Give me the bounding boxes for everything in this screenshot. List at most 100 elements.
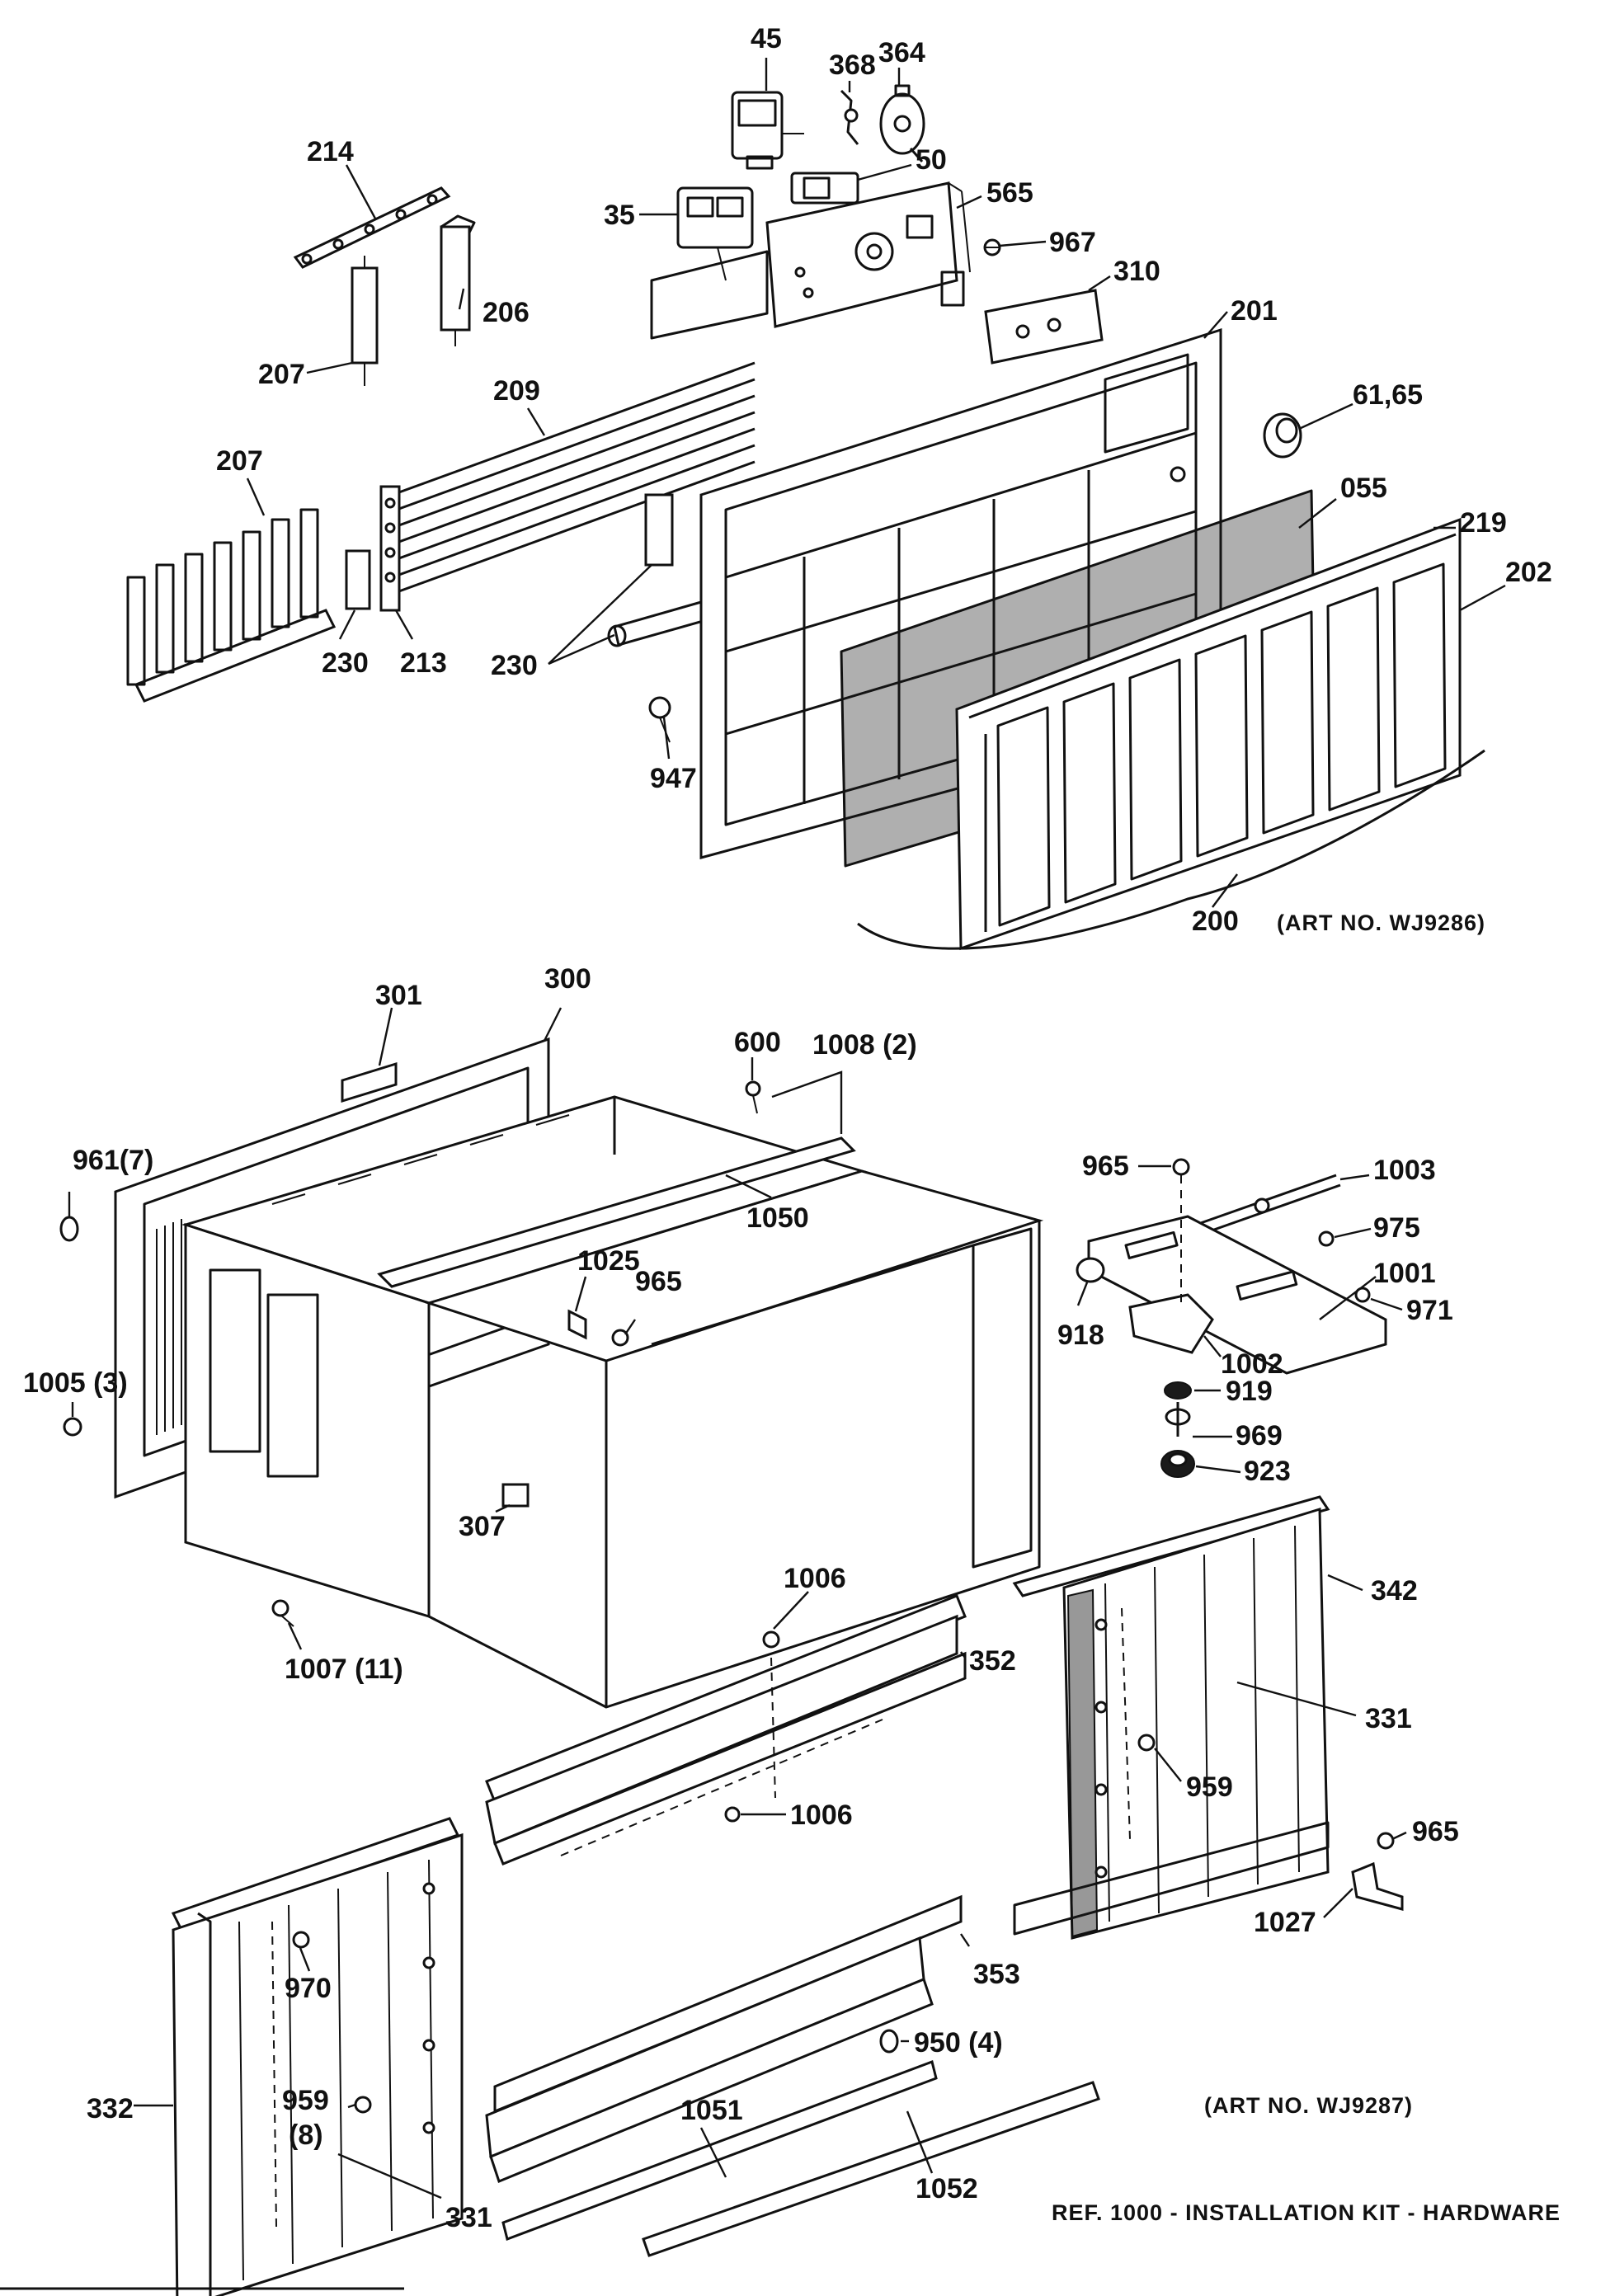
callout-45: 45 bbox=[751, 23, 782, 54]
screw-961 bbox=[59, 1216, 79, 1242]
screw-965-top bbox=[1172, 1158, 1190, 1303]
callout-1052: 1052 bbox=[916, 2173, 978, 2204]
component-368 bbox=[840, 89, 859, 145]
label-301 bbox=[341, 1061, 398, 1103]
callout-230-pair: 230 bbox=[491, 650, 538, 681]
callout-970: 970 bbox=[285, 1973, 332, 2004]
callout-206: 206 bbox=[483, 297, 530, 328]
screw-1006-bottom bbox=[724, 1806, 741, 1823]
callout-364: 364 bbox=[878, 37, 925, 68]
blade-206 bbox=[440, 214, 476, 346]
callout-923: 923 bbox=[1244, 1456, 1291, 1487]
callout-310: 310 bbox=[1113, 256, 1160, 287]
cabinet-1050 bbox=[181, 1095, 1044, 1709]
break-line-top bbox=[857, 749, 1485, 950]
clip-307 bbox=[501, 1483, 530, 1508]
callout-918: 918 bbox=[1057, 1320, 1104, 1351]
bolt-969 bbox=[1165, 1402, 1191, 1437]
rail-353 bbox=[485, 1894, 963, 2183]
callout-1006-bottom: 1006 bbox=[790, 1800, 853, 1831]
rail-352 bbox=[485, 1594, 967, 1866]
callout-1025: 1025 bbox=[577, 1245, 640, 1277]
callout-368: 368 bbox=[829, 49, 876, 81]
callout-61-65: 61,65 bbox=[1353, 379, 1423, 411]
callout-965-top: 965 bbox=[1082, 1150, 1129, 1182]
callout-207-rack: 207 bbox=[216, 445, 263, 477]
louver-rack-207 bbox=[126, 508, 337, 703]
callout-331-right: 331 bbox=[1365, 1703, 1412, 1734]
gasket-1052 bbox=[642, 2081, 1100, 2257]
callout-307: 307 bbox=[459, 1511, 506, 1542]
clip-1027 bbox=[1351, 1861, 1404, 1911]
callout-230-small: 230 bbox=[322, 647, 369, 679]
callout-919: 919 bbox=[1226, 1376, 1273, 1407]
callout-353: 353 bbox=[973, 1959, 1020, 1990]
screw-959-right bbox=[1137, 1734, 1156, 1752]
callout-301: 301 bbox=[375, 980, 422, 1011]
spacer-230-pair bbox=[607, 493, 708, 647]
screw-600 bbox=[745, 1080, 761, 1114]
callout-950: 950 (4) bbox=[914, 2027, 1003, 2058]
bar-214 bbox=[293, 186, 451, 269]
callout-219: 219 bbox=[1460, 507, 1507, 539]
callout-342: 342 bbox=[1371, 1575, 1418, 1607]
reference-note: REF. 1000 - INSTALLATION KIT - HARDWARE bbox=[1052, 2200, 1561, 2225]
switch-45 bbox=[731, 91, 804, 170]
callout-1003: 1003 bbox=[1373, 1155, 1436, 1186]
callouts: 45 368 364 214 50 35 565 967 206 310 201… bbox=[23, 23, 1561, 2233]
switch-35 bbox=[650, 186, 769, 340]
bracket-1001 bbox=[1087, 1215, 1387, 1375]
screw-959-left bbox=[354, 2096, 372, 2114]
screw-965-clip bbox=[1377, 1832, 1395, 1850]
switch-50 bbox=[790, 172, 859, 205]
callout-214: 214 bbox=[307, 136, 354, 167]
callout-959-left: 959 bbox=[282, 2085, 329, 2116]
callout-971: 971 bbox=[1406, 1295, 1453, 1326]
spacer-230-small bbox=[345, 549, 371, 610]
screw-1005 bbox=[63, 1417, 82, 1437]
rod-set-209 bbox=[387, 361, 756, 597]
screw-967 bbox=[983, 238, 1001, 256]
callout-300: 300 bbox=[544, 963, 591, 995]
callout-207-top: 207 bbox=[258, 359, 305, 390]
leader-lines bbox=[68, 58, 1506, 2200]
callout-947: 947 bbox=[650, 763, 697, 794]
callout-565: 565 bbox=[986, 177, 1033, 209]
knob-61-65 bbox=[1263, 412, 1302, 459]
callout-1008: 1008 (2) bbox=[812, 1029, 917, 1061]
callout-1006-top: 1006 bbox=[784, 1563, 846, 1594]
callout-201: 201 bbox=[1231, 295, 1278, 327]
callout-969: 969 bbox=[1236, 1420, 1283, 1451]
art-number-top: (ART NO. WJ9286) bbox=[1277, 910, 1485, 935]
callout-600: 600 bbox=[734, 1027, 781, 1058]
callout-332: 332 bbox=[87, 2093, 134, 2124]
bracket-1025 bbox=[567, 1309, 629, 1347]
callout-200: 200 bbox=[1192, 906, 1239, 937]
nut-918 bbox=[1076, 1257, 1105, 1283]
callout-202: 202 bbox=[1505, 557, 1552, 588]
screw-1006-top bbox=[762, 1630, 780, 1649]
blade-207-single bbox=[351, 256, 379, 386]
front-grille-202 bbox=[955, 517, 1462, 951]
callout-50: 50 bbox=[916, 144, 947, 176]
screw-1007 bbox=[271, 1599, 294, 1627]
rod-1003 bbox=[1195, 1174, 1341, 1236]
callout-1007: 1007 (11) bbox=[285, 1654, 403, 1685]
callout-959-right: 959 bbox=[1186, 1771, 1233, 1803]
washer-919 bbox=[1164, 1381, 1192, 1400]
callout-213: 213 bbox=[400, 647, 447, 679]
screw-975 bbox=[1318, 1230, 1335, 1247]
bracket-1002 bbox=[1128, 1293, 1214, 1354]
grommet-923 bbox=[1160, 1450, 1195, 1478]
callout-1002: 1002 bbox=[1221, 1348, 1283, 1380]
insulator-310 bbox=[940, 271, 1104, 365]
callout-967: 967 bbox=[1049, 227, 1096, 258]
callout-1005: 1005 (3) bbox=[23, 1367, 128, 1399]
callout-209: 209 bbox=[493, 375, 540, 407]
callout-35: 35 bbox=[604, 200, 635, 231]
art-number-bottom: (ART NO. WJ9287) bbox=[1204, 2093, 1413, 2118]
callout-975: 975 bbox=[1373, 1212, 1420, 1244]
screw-970 bbox=[292, 1931, 310, 1949]
callout-965-clip: 965 bbox=[1412, 1816, 1459, 1847]
